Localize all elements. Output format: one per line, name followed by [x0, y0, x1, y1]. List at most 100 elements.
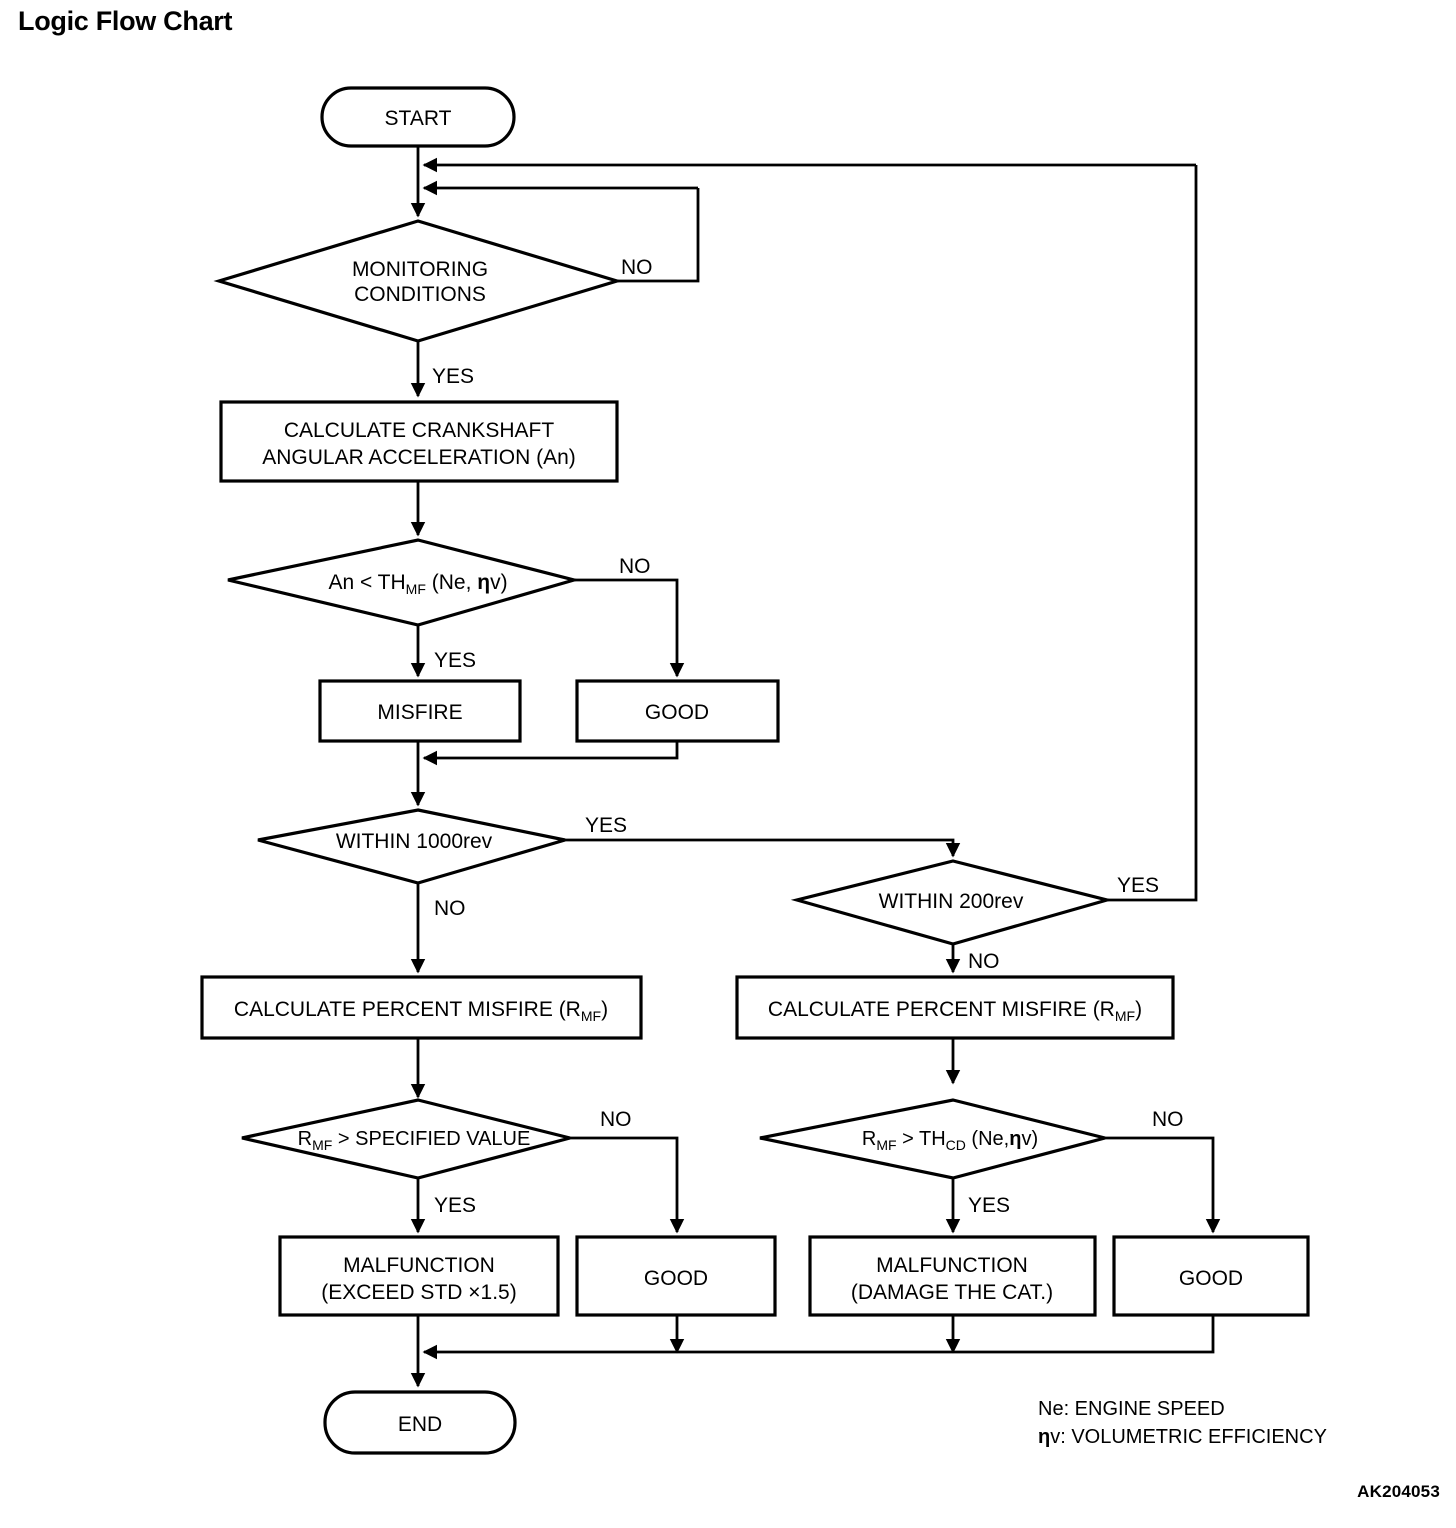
node-misfire: MISFIRE — [318, 679, 522, 743]
calc-pct-right-prefix: CALCULATE PERCENT MISFIRE (R — [768, 998, 1115, 1021]
node-calculate-percent-misfire-left: CALCULATE PERCENT MISFIRE (RMF) — [200, 975, 643, 1040]
calc-pct-left-suffix: ) — [601, 998, 608, 1021]
legend-line-2: ηv: VOLUMETRIC EFFICIENCY — [1038, 1426, 1327, 1448]
good3-label: GOOD — [1179, 1267, 1243, 1290]
node-good-1: GOOD — [575, 679, 780, 743]
start-terminator-shape — [320, 86, 516, 148]
rmf-thcd-sub: MF — [876, 1137, 896, 1153]
calc-pct-left-label: CALCULATE PERCENT MISFIRE (RMF) — [234, 998, 608, 1024]
edge-good1-merge — [422, 741, 679, 766]
legend-line-1: Ne: ENGINE SPEED — [1038, 1398, 1225, 1420]
monitoring-decision-shape — [213, 219, 623, 343]
edge-monitoring-no — [617, 188, 700, 283]
rmf-spec-sub: MF — [312, 1137, 332, 1153]
edge-within200-yes — [1107, 165, 1198, 902]
node-calculate-percent-misfire-right: CALCULATE PERCENT MISFIRE (RMF) — [735, 975, 1175, 1040]
branch-rmfspec-yes: YES — [434, 1194, 476, 1217]
branch-rmfthcd-yes: YES — [968, 1194, 1010, 1217]
an-test-suffix2: v) — [490, 571, 508, 594]
node-good-2: GOOD — [575, 1235, 777, 1317]
good3-shape — [1112, 1235, 1310, 1317]
node-rmf-gt-specified-value: RMF > SPECIFIED VALUE — [241, 1098, 571, 1180]
connector-layer — [410, 146, 1221, 1388]
an-test-decision-shape — [227, 538, 581, 627]
node-end: END — [323, 1390, 517, 1455]
calc-pct-right-label: CALCULATE PERCENT MISFIRE (RMF) — [768, 998, 1142, 1024]
an-test-suffix: (Ne, — [426, 571, 477, 594]
node-good-3: GOOD — [1112, 1235, 1310, 1317]
rmf-spec-decision-shape — [241, 1098, 571, 1180]
rmf-thcd-eta: η — [1009, 1128, 1021, 1150]
page-title: Logic Flow Chart — [18, 6, 233, 36]
calc-crankshaft-line1: CALCULATE CRANKSHAFT — [284, 419, 554, 442]
branch-monitoring-no: NO — [621, 256, 653, 279]
end-terminator-shape — [323, 1390, 517, 1455]
malf-cat-line2: (DAMAGE THE CAT.) — [851, 1281, 1053, 1304]
calc-pct-right-sub: MF — [1115, 1008, 1135, 1024]
rmf-spec-prefix: R — [298, 1128, 312, 1150]
legend-eta-symbol: η — [1038, 1426, 1050, 1448]
misfire-shape — [318, 679, 522, 743]
malf-exceed-shape — [278, 1235, 560, 1317]
misfire-label: MISFIRE — [377, 701, 462, 724]
node-rmf-gt-thcd: RMF > THCD (Ne,ηv) — [759, 1098, 1106, 1180]
node-malfunction-damage-cat: MALFUNCTION (DAMAGE THE CAT.) — [808, 1235, 1097, 1317]
malf-cat-shape — [808, 1235, 1097, 1317]
good2-shape — [575, 1235, 777, 1317]
rmf-spec-label: RMF > SPECIFIED VALUE — [298, 1128, 531, 1153]
calc-crankshaft-shape — [219, 400, 619, 483]
good1-label: GOOD — [645, 701, 709, 724]
rmf-thcd-label: RMF > THCD (Ne,ηv) — [862, 1128, 1038, 1153]
malf-exceed-line1: MALFUNCTION — [343, 1254, 495, 1277]
edge-rmfspec-no — [570, 1136, 685, 1234]
monitoring-label-line2: CONDITIONS — [354, 283, 486, 306]
node-calculate-crankshaft: CALCULATE CRANKSHAFT ANGULAR ACCELERATIO… — [219, 400, 619, 483]
rmf-thcd-mid: > TH — [897, 1128, 946, 1150]
branch-an-yes: YES — [434, 649, 476, 672]
rmf-thcd-suffix2: v) — [1021, 1128, 1038, 1150]
an-test-prefix: An < TH — [328, 571, 405, 594]
branch-within1000-no: NO — [434, 897, 466, 920]
edge-rmfthcd-no — [1105, 1136, 1221, 1234]
edge-good3-merge — [422, 1315, 1215, 1360]
legend-line-2-rest: v: VOLUMETRIC EFFICIENCY — [1050, 1426, 1327, 1448]
branch-an-no: NO — [619, 555, 651, 578]
node-monitoring-conditions: MONITORING CONDITIONS — [213, 219, 623, 343]
rmf-thcd-prefix: R — [862, 1128, 876, 1150]
calc-crankshaft-line2: ANGULAR ACCELERATION (An) — [262, 446, 576, 469]
node-start: START — [320, 86, 516, 148]
branch-within200-yes: YES — [1117, 874, 1159, 897]
rmf-thcd-sub2: CD — [946, 1137, 966, 1153]
within1000-decision-shape — [257, 808, 566, 885]
good1-shape — [575, 679, 780, 743]
rmf-thcd-suffix: (Ne, — [966, 1128, 1009, 1150]
an-test-eta: η — [477, 571, 490, 594]
branch-within1000-yes: YES — [585, 814, 627, 837]
rmf-thcd-decision-shape — [759, 1098, 1106, 1180]
node-within-200rev: WITHIN 200rev — [790, 859, 1114, 946]
end-label: END — [398, 1413, 442, 1436]
branch-rmfthcd-no: NO — [1152, 1108, 1184, 1131]
node-an-threshold-test: An < THMF (Ne, ηv) — [227, 538, 581, 627]
within200-label: WITHIN 200rev — [879, 890, 1024, 913]
node-malfunction-exceed-std: MALFUNCTION (EXCEED STD ×1.5) — [278, 1235, 560, 1317]
legend: Ne: ENGINE SPEED ηv: VOLUMETRIC EFFICIEN… — [1038, 1398, 1327, 1448]
good2-label: GOOD — [644, 1267, 708, 1290]
within1000-label: WITHIN 1000rev — [336, 830, 493, 853]
calc-pct-left-prefix: CALCULATE PERCENT MISFIRE (R — [234, 998, 581, 1021]
edge-an-no — [574, 578, 685, 678]
an-test-sub: MF — [406, 581, 426, 597]
node-within-1000rev: WITHIN 1000rev — [257, 808, 566, 885]
calc-pct-left-sub: MF — [581, 1008, 601, 1024]
malf-cat-line1: MALFUNCTION — [876, 1254, 1028, 1277]
start-label: START — [385, 107, 452, 130]
an-test-label: An < THMF (Ne, ηv) — [328, 571, 507, 597]
edge-within1000-yes — [565, 838, 961, 858]
monitoring-label-line1: MONITORING — [352, 258, 488, 281]
rmf-spec-suffix: > SPECIFIED VALUE — [332, 1128, 530, 1150]
within200-decision-shape — [790, 859, 1114, 946]
document-code: AK204053 — [1357, 1482, 1440, 1501]
calc-pct-left-shape — [200, 975, 643, 1040]
branch-monitoring-yes: YES — [432, 365, 474, 388]
